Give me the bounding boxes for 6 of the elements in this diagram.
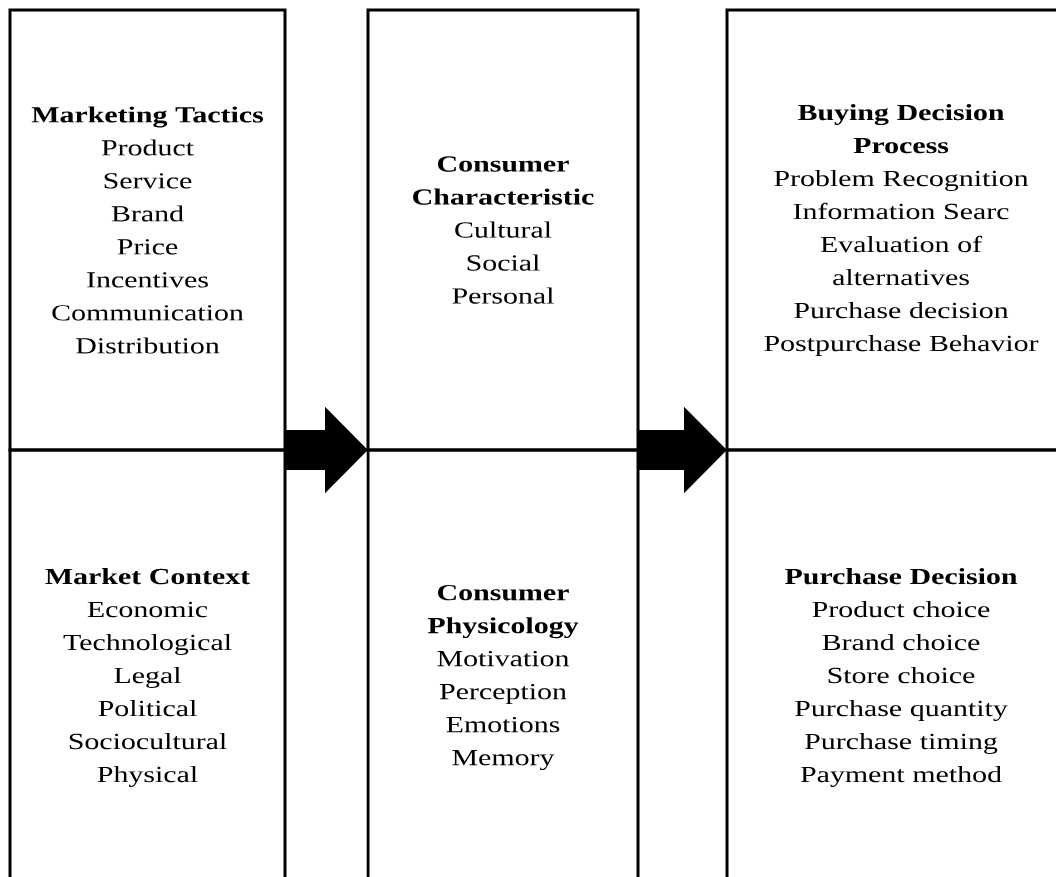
category-box: Consumer Characteristic Cultural Social Personal [366, 8, 640, 452]
category-box: Market Context Economic Technological Legal Political Sociocultural Physical [8, 448, 287, 877]
category-box: Marketing Tactics Product Service Brand Price Incentives Communication Distribution [8, 8, 287, 452]
category-box: Purchase Decision Product choice Brand choice Store choice Purchase quantity Purchase timing Payment method [725, 448, 1056, 877]
category-box: Consumer Physicology Motivation Perception Emotions Memory [366, 448, 640, 877]
category-box: Buying Decision Process Problem Recognition Information Searc Evaluation of alternatives Purchase decision Postpurchase Behavior [725, 8, 1056, 452]
